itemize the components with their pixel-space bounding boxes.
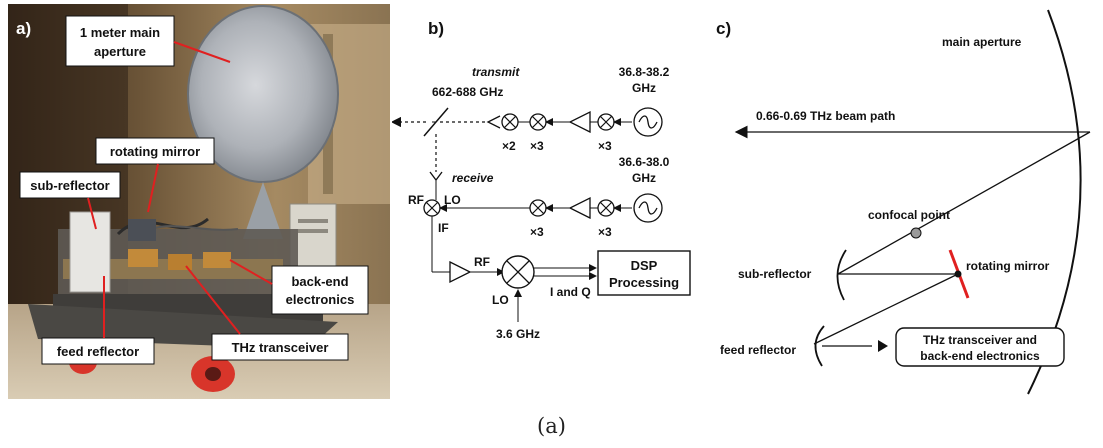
sub-reflector-curve	[836, 249, 847, 301]
rf-label-if: RF	[474, 255, 490, 269]
feed-reflector-curve	[814, 325, 825, 367]
rx-horn	[429, 171, 443, 182]
callout-main-aperture	[65, 15, 175, 67]
callout-thz-transceiver-text: THz transceiver	[232, 340, 329, 355]
callout-thz-transceiver	[211, 333, 349, 361]
mult-label-x3: ×3	[530, 225, 544, 239]
lo-label-iq: LO	[492, 293, 509, 307]
callout-feed-reflector-text: feed reflector	[57, 344, 139, 359]
osc-rx-freq-line1: 36.6-38.0	[619, 155, 670, 169]
block-diagram: b) transmit 662-688 GHz 36.8-38.2 GHz ×2…	[390, 19, 691, 341]
amp-rx	[568, 196, 591, 220]
amp-tx	[568, 110, 591, 134]
transceiver-line2: back-end electronics	[920, 349, 1040, 363]
photo-illustration: a) 1 meter main aperture rotating mirror…	[8, 4, 390, 399]
dsp-line1: DSP	[631, 258, 658, 273]
mult-label-x3: ×3	[530, 139, 544, 153]
rf-label: RF	[408, 193, 424, 207]
callout-main-aperture-line1: 1 meter main	[80, 25, 160, 40]
callout-rotating-mirror-text: rotating mirror	[110, 144, 200, 159]
callout-back-end-line1: back-end	[291, 274, 348, 289]
feed-reflector-label: feed reflector	[720, 343, 796, 357]
panel-a-photo: a) 1 meter main aperture rotating mirror…	[8, 4, 390, 399]
amp-if	[449, 260, 472, 284]
optics-diagram: c) main aperture 0.66-0.69 THz beam path…	[716, 9, 1091, 395]
panel-b-label: b)	[428, 19, 444, 38]
callout-arrow	[147, 163, 159, 213]
lo-freq-label: 3.6 GHz	[496, 327, 540, 341]
confocal-point-label: confocal point	[868, 208, 950, 222]
callout-main-aperture-line2: aperture	[94, 44, 146, 59]
beam-path-label: 0.66-0.69 THz beam path	[756, 109, 895, 123]
figure-caption: (a)	[537, 414, 566, 438]
osc-tx-freq-line2: GHz	[632, 81, 656, 95]
dsp-line2: Processing	[609, 275, 679, 290]
dsp-block	[597, 250, 691, 296]
mult-label-x3: ×3	[598, 139, 612, 153]
tx-freq-label: 662-688 GHz	[432, 85, 503, 99]
callout-arrow	[87, 197, 97, 230]
if-label: IF	[438, 221, 449, 235]
callout-feed-reflector	[41, 337, 155, 365]
osc-tx-freq-line1: 36.8-38.2	[619, 65, 670, 79]
receive-label: receive	[452, 171, 494, 185]
panel-c-label: c)	[716, 19, 731, 38]
callout-rotating-mirror	[95, 137, 215, 165]
sub-reflector-label: sub-reflector	[738, 267, 812, 281]
main-aperture-label: main aperture	[942, 35, 1022, 49]
callout-arrow	[185, 265, 241, 335]
callout-sub-reflector-text: sub-reflector	[30, 178, 109, 193]
rotating-mirror-label: rotating mirror	[966, 259, 1050, 273]
panel-a-label: a)	[16, 19, 31, 38]
transmit-label: transmit	[472, 65, 520, 79]
mult-label-x3: ×3	[598, 225, 612, 239]
transceiver-line1: THz transceiver and	[923, 333, 1037, 347]
callout-arrow	[173, 41, 231, 63]
i-and-q-label: I and Q	[550, 285, 591, 299]
callout-back-end	[271, 265, 369, 315]
callout-sub-reflector	[19, 171, 121, 199]
confocal-point	[910, 227, 922, 239]
osc-rx-freq-line2: GHz	[632, 171, 656, 185]
panel-c-optics: c) main aperture 0.66-0.69 THz beam path…	[712, 4, 1103, 399]
transceiver-box	[895, 327, 1065, 367]
callout-arrow	[229, 259, 273, 285]
mult-label-x2: ×2	[502, 139, 516, 153]
callout-back-end-line2: electronics	[286, 292, 355, 307]
lo-label: LO	[444, 193, 461, 207]
tx-horn	[486, 115, 501, 129]
panel-b-block-diagram: b) transmit 662-688 GHz 36.8-38.2 GHz ×2…	[390, 4, 712, 399]
